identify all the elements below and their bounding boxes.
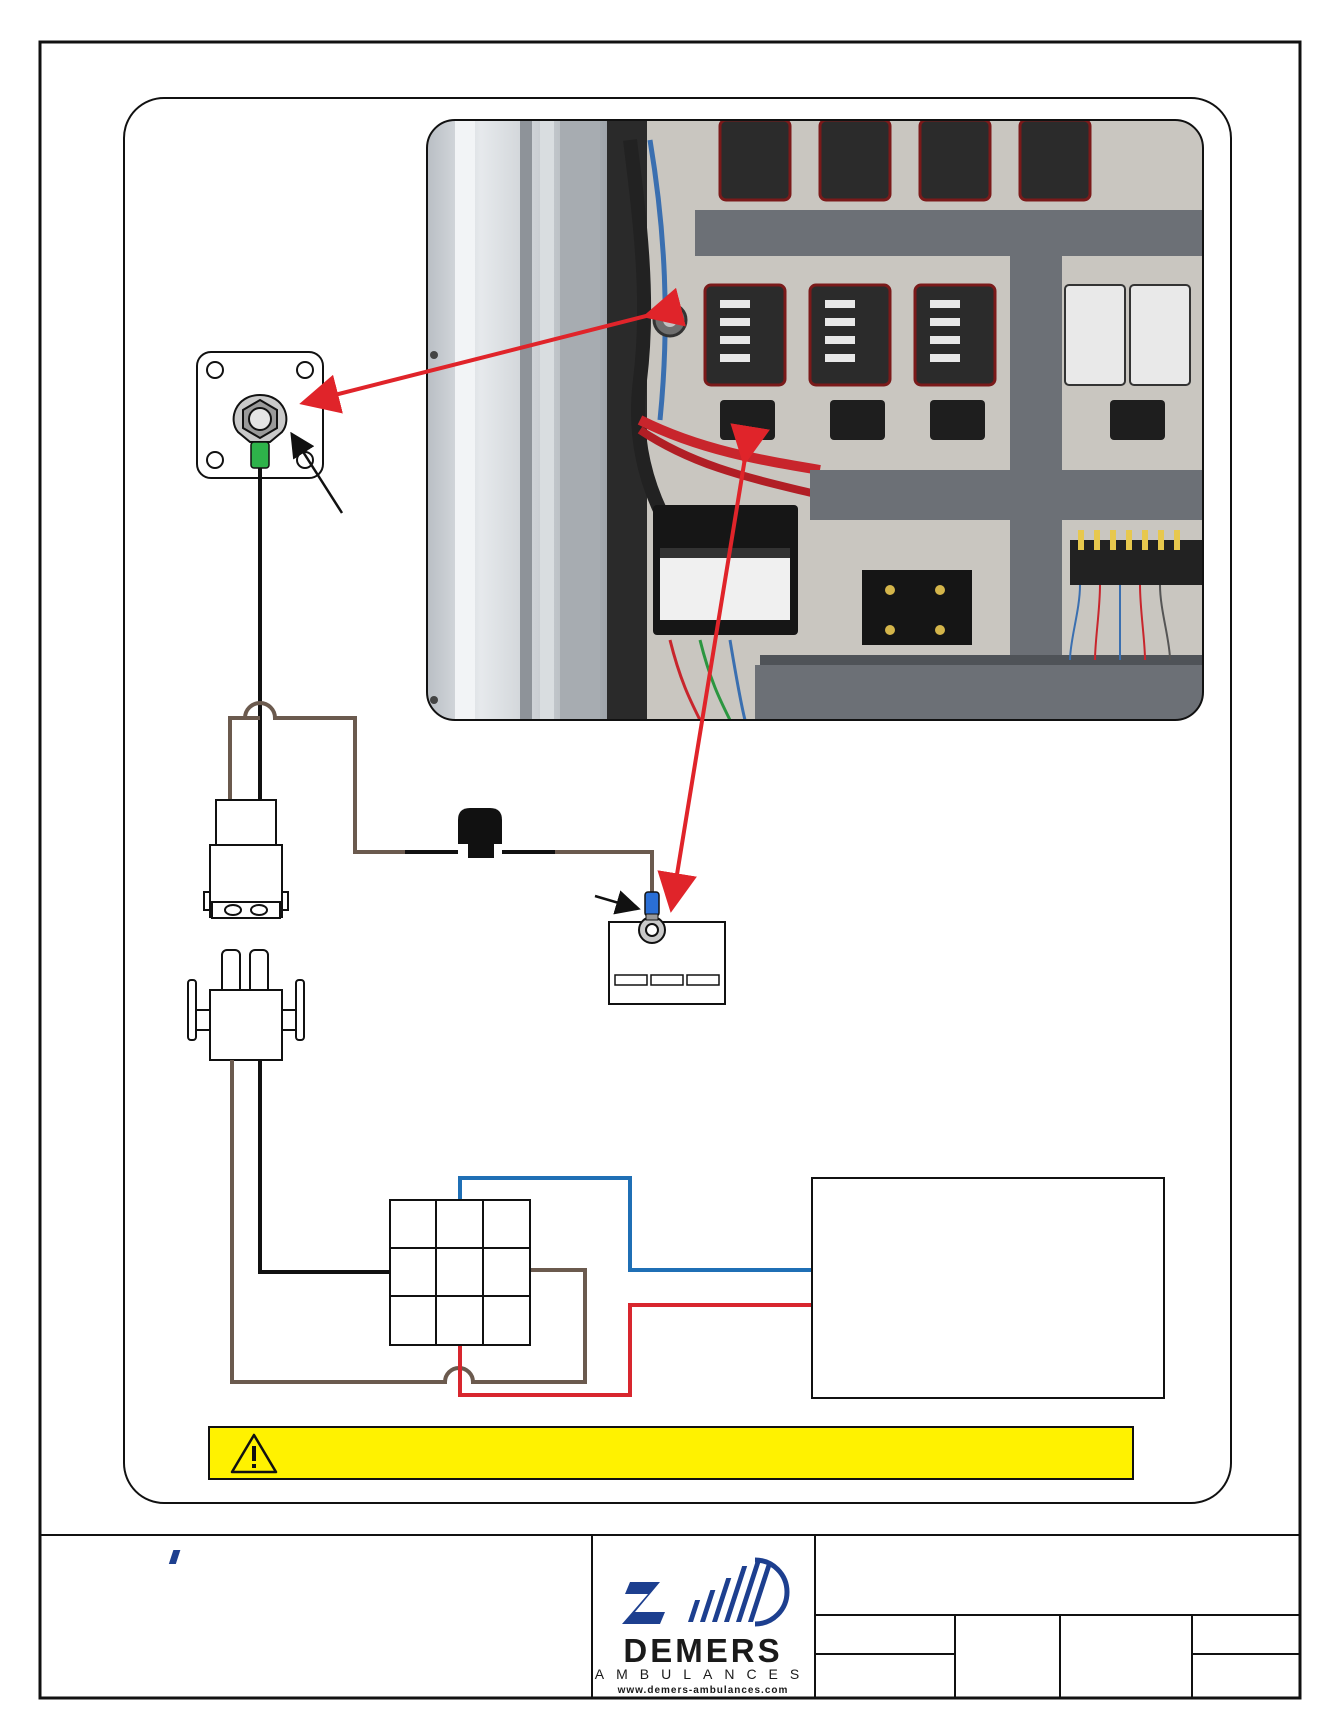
drawing-frame — [123, 97, 1232, 1504]
connector-housing-lower — [187, 949, 305, 1061]
connector-housing-upper — [203, 799, 289, 919]
red-wire-to-device — [458, 1303, 812, 1397]
device-box — [811, 1177, 1165, 1399]
battery-module — [608, 891, 726, 1005]
brown-wire-to-battery — [555, 850, 654, 895]
photo-frame — [426, 119, 1204, 721]
battery-terminal-pointer-arrow — [594, 890, 641, 915]
logo-name: DEMERS — [623, 1632, 782, 1669]
logo-subtitle: AMBULANCES — [595, 1666, 811, 1682]
blue-wire-to-device — [458, 1176, 812, 1272]
brown-wire-to-fuse — [230, 701, 405, 854]
callout-arrow-ground-stud — [299, 287, 686, 414]
blue-terminal-sleeve — [644, 891, 660, 917]
logo-url: www.demers-ambulances.com — [617, 1685, 789, 1696]
green-terminal-sleeve — [250, 441, 270, 469]
black-wire-to-grid — [258, 1060, 390, 1274]
stud-pointer-arrow — [290, 431, 344, 514]
electrical-cabinet-photo — [427, 120, 1203, 720]
warning-triangle-icon — [230, 1433, 278, 1474]
ground-stud-plate — [196, 351, 324, 479]
junction-terminal-grid — [389, 1199, 531, 1346]
title-block — [40, 1534, 1300, 1698]
warning-bar — [208, 1426, 1134, 1480]
inline-fuse — [458, 808, 502, 858]
demers-logo: DEMERS AMBULANCES www.demers-ambulances.… — [168, 1550, 811, 1696]
brown-wire-connector-left — [228, 716, 260, 800]
callout-arrow-battery-terminal — [657, 423, 770, 913]
sheet-border — [38, 40, 1302, 1700]
